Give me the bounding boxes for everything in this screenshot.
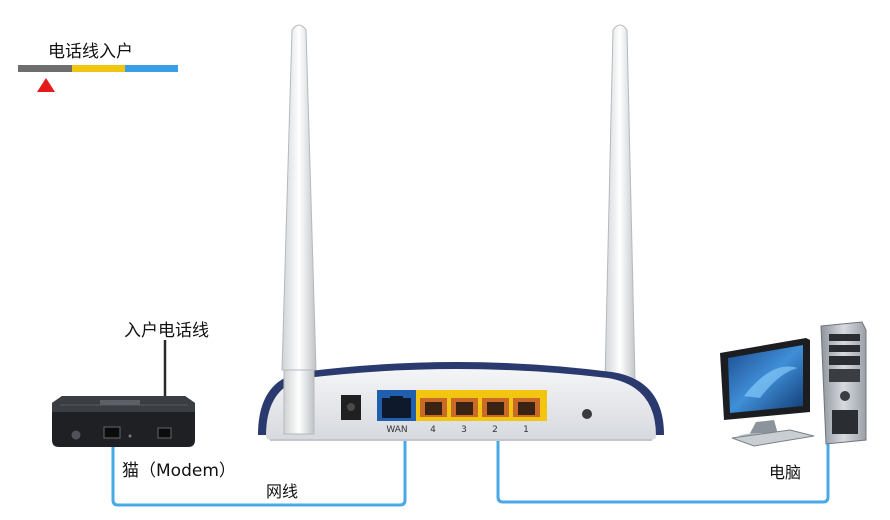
network-cables: [111, 424, 830, 507]
legend-title: 电话线入户: [48, 42, 133, 62]
modem-lan-port: [103, 426, 121, 439]
legend-marker-triangle-icon: [37, 78, 55, 92]
network-cable-label: 网线: [266, 482, 299, 501]
router-reset-button: [582, 409, 592, 419]
modem-phone-port: [157, 427, 172, 439]
phone-line-in-label: 入户电话线: [124, 321, 209, 341]
computer-label: 电脑: [769, 463, 802, 482]
router-lan-label-1: 1: [523, 425, 529, 435]
router-lan-label-4: 4: [430, 425, 436, 435]
antenna-left: [281, 24, 317, 371]
router-wan-label: WAN: [386, 425, 407, 435]
router-antennas: [281, 24, 637, 425]
antenna-right: [603, 24, 637, 425]
cable-modem-to-wan: [111, 424, 407, 507]
router-device: WAN 4 3 2 1: [258, 362, 664, 441]
legend-segment-gray: [18, 65, 72, 72]
legend-segment-yellow: [72, 65, 125, 72]
legend-bar: [18, 65, 178, 92]
cable-lan-to-pc: [496, 424, 830, 504]
router-lan-label-3: 3: [461, 425, 467, 435]
modem-device: [52, 396, 195, 447]
router-lan-label-2: 2: [492, 425, 498, 435]
legend-segment-blue: [125, 65, 178, 72]
modem-label: 猫（Modem）: [122, 461, 236, 481]
computer-device: [720, 321, 867, 447]
router-lan-ports: [420, 398, 540, 417]
